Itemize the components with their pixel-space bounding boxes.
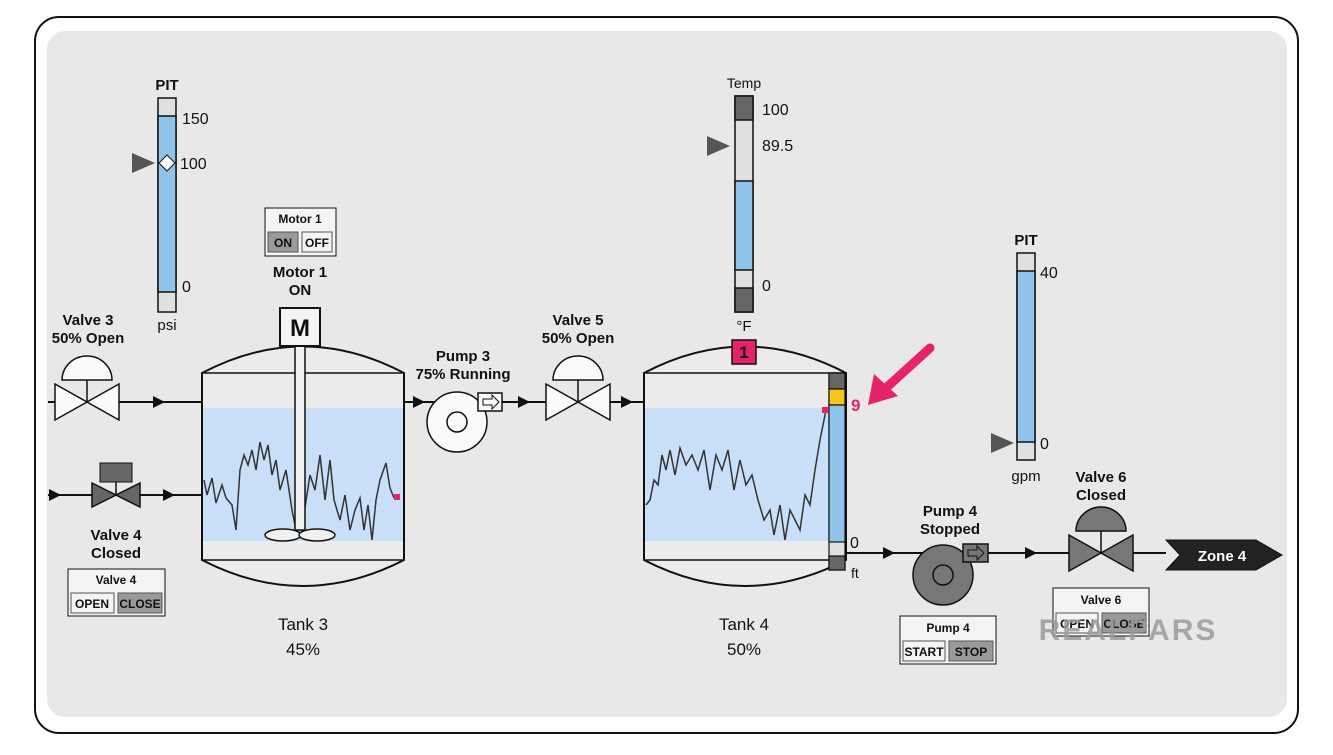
pump3-name: Pump 3 <box>436 348 490 365</box>
agitator <box>264 344 336 542</box>
valve5-state: 50% Open <box>542 330 615 347</box>
pit1-setpoint: 100 <box>180 156 207 173</box>
pit1-min: 0 <box>182 279 191 296</box>
pump4-panel-title: Pump 4 <box>926 621 970 635</box>
valve5-name: Valve 5 <box>553 312 604 329</box>
tank4-level: 50% <box>727 640 761 659</box>
pump4[interactable] <box>912 543 989 606</box>
valve4-close-button[interactable]: CLOSE <box>117 592 163 614</box>
pit2-min: 0 <box>1040 436 1049 453</box>
flow-arrows <box>49 396 1037 559</box>
tank4-high-alarm-band <box>828 388 846 406</box>
valve4-state: Closed <box>91 545 141 562</box>
pump4-start-label: START <box>904 645 944 659</box>
pit1-setpoint-marker <box>132 153 155 173</box>
valve3-state: 50% Open <box>52 330 125 347</box>
motor1-symbol: M <box>279 307 321 347</box>
pit2-unit: gpm <box>1011 468 1040 485</box>
temp-setpoint-marker <box>707 136 730 156</box>
temp-setpoint: 89.5 <box>762 138 793 155</box>
tank3 <box>201 344 405 587</box>
tank4-gauge-value: 9 <box>851 396 860 415</box>
tank3-trend <box>203 441 395 541</box>
pit1-max: 150 <box>182 111 209 128</box>
temp-min: 0 <box>762 278 771 295</box>
temp-gauge: Temp 100 89.5 0 °F <box>707 75 793 335</box>
temp-unit: °F <box>736 318 751 335</box>
motor1-on-button[interactable]: ON <box>267 231 299 253</box>
pit2-max: 40 <box>1040 265 1058 282</box>
pump4-name: Pump 4 <box>923 503 978 520</box>
tank4-name: Tank 4 <box>719 615 769 634</box>
tank4 <box>643 345 847 587</box>
valve6-name: Valve 6 <box>1076 469 1127 486</box>
motor1-on-label: ON <box>274 236 292 250</box>
brand-watermark: REALPARS <box>1039 614 1218 647</box>
valve6-close-button[interactable]: CLOSE <box>1101 612 1147 634</box>
pit1-unit: psi <box>157 317 176 334</box>
temp-max: 100 <box>762 102 789 119</box>
tank3-level: 45% <box>286 640 320 659</box>
pump4-start-button[interactable]: START <box>902 640 946 662</box>
valve3-name: Valve 3 <box>63 312 114 329</box>
tank3-name: Tank 3 <box>278 615 328 634</box>
tank4-level-gauge <box>828 372 846 571</box>
motor1-name: Motor 1 <box>273 264 327 281</box>
pump3-state: 75% Running <box>415 366 510 383</box>
pit1-diamond-marker <box>158 154 176 172</box>
tank4-trend <box>645 409 827 541</box>
motor1-panel-title: Motor 1 <box>278 212 322 226</box>
valve6-panel: Valve 6 OPEN CLOSE <box>1052 587 1150 637</box>
zone4-connector[interactable]: Zone 4 <box>1164 539 1284 571</box>
motor1-off-button[interactable]: OFF <box>301 231 333 253</box>
valve5[interactable] <box>545 355 611 422</box>
callout-arrow <box>868 343 935 405</box>
temp-title: Temp <box>727 75 761 91</box>
motor1-panel: Motor 1 ON OFF <box>264 207 337 257</box>
pit2-title: PIT <box>1014 232 1037 249</box>
tank3-trend-marker <box>394 494 400 500</box>
motor1-symbol-letter: M <box>290 315 310 342</box>
valve6-close-label: CLOSE <box>1103 617 1144 631</box>
valve4-open-label: OPEN <box>75 597 109 611</box>
valve4-close-label: CLOSE <box>119 597 160 611</box>
valve4-panel-title: Valve 4 <box>96 573 137 587</box>
valve3[interactable] <box>54 355 120 422</box>
valve4-panel: Valve 4 OPEN CLOSE <box>67 568 166 617</box>
pump4-stop-button[interactable]: STOP <box>948 640 994 662</box>
valve4-open-button[interactable]: OPEN <box>70 592 115 614</box>
pump4-panel: Pump 4 START STOP <box>899 615 997 665</box>
pump3[interactable] <box>426 391 503 453</box>
valve4[interactable] <box>91 462 141 509</box>
motor1-off-label: OFF <box>305 236 329 250</box>
pit1-gauge: PIT 150 100 0 psi <box>132 77 209 334</box>
tank4-gauge-unit: ft <box>851 565 859 581</box>
tank4-gauge-min: 0 <box>850 535 859 552</box>
temp-alarm-badge[interactable]: 1 <box>731 339 757 365</box>
temp-alarm-count: 1 <box>739 343 748 362</box>
pit2-gauge: PIT 40 0 gpm <box>991 232 1058 485</box>
motor1-state: ON <box>289 282 312 299</box>
valve6[interactable] <box>1068 506 1134 573</box>
pump4-stop-label: STOP <box>955 645 987 659</box>
zone4-label: Zone 4 <box>1198 548 1247 565</box>
valve4-name: Valve 4 <box>91 527 143 544</box>
valve6-panel-title: Valve 6 <box>1081 593 1122 607</box>
tank4-trend-marker <box>822 407 828 413</box>
pump4-state: Stopped <box>920 521 980 538</box>
pit2-setpoint-marker <box>991 433 1014 453</box>
valve6-open-button[interactable]: OPEN <box>1055 612 1099 634</box>
valve6-open-label: OPEN <box>1060 617 1094 631</box>
pit1-title: PIT <box>155 77 178 94</box>
valve6-state: Closed <box>1076 487 1126 504</box>
